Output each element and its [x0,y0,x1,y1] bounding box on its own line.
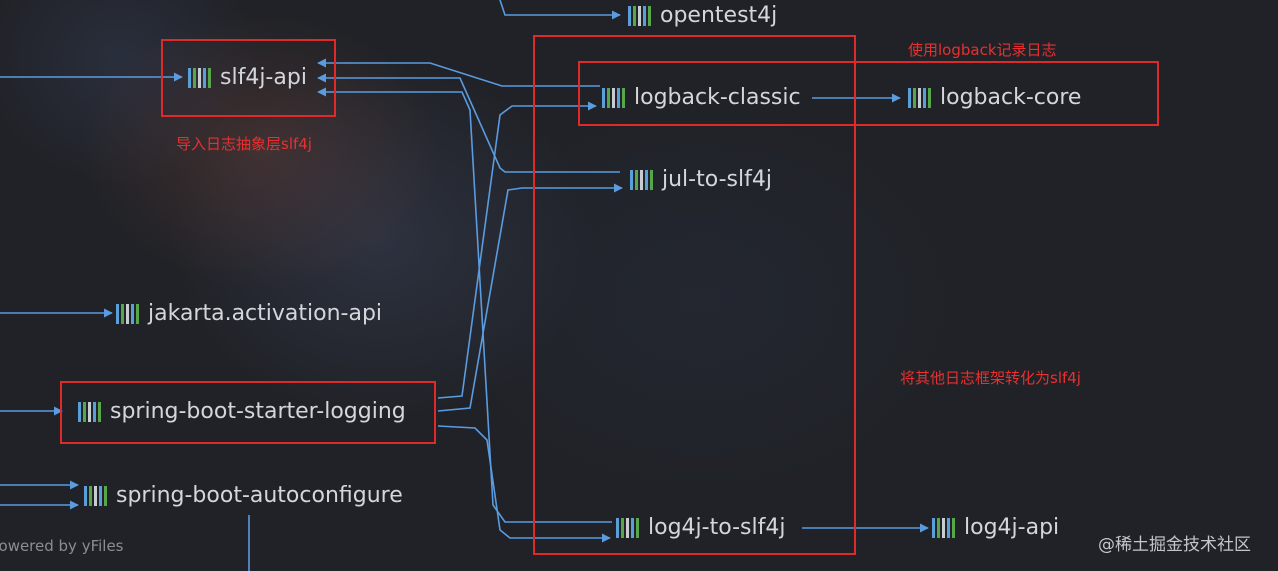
node-label: spring-boot-starter-logging [110,399,406,424]
node-label: spring-boot-autoconfigure [116,483,403,508]
annotation-logback: 使用logback记录日志 [908,41,1057,59]
watermark: @稀土掘金技术社区 [1098,535,1251,555]
node-opentest4j[interactable]: opentest4j [628,2,777,30]
node-jul-to-slf4j[interactable]: jul-to-slf4j [630,166,772,194]
node-label: opentest4j [660,3,778,28]
highlight-slf4j-api [161,39,336,117]
node-label: jul-to-slf4j [662,167,772,192]
node-spring-boot-starter-logging[interactable]: spring-boot-starter-logging [78,398,426,426]
node-label: slf4j-api [220,65,307,90]
library-icon [932,518,955,538]
node-jakarta-activation-api[interactable]: jakarta.activation-api [116,300,382,328]
highlight-starter-logging [60,381,436,444]
library-icon [188,68,211,88]
library-icon [116,304,139,324]
highlight-logback [578,61,1159,126]
node-slf4j-api[interactable]: slf4j-api [188,64,307,92]
library-icon [602,88,625,108]
node-log4j-to-slf4j[interactable]: log4j-to-slf4j [616,514,785,542]
node-label: logback-core [940,85,1082,110]
node-logback-classic[interactable]: logback-classic [602,84,801,112]
annotation-slf4j-facade: 导入日志抽象层slf4j [176,135,312,153]
highlight-bridges [533,35,856,555]
library-icon [84,486,107,506]
node-log4j-api[interactable]: log4j-api [932,514,1059,542]
edge-jul-to-slf4j-api [317,73,620,173]
library-icon [908,88,931,108]
edge-logging-to-log4j-bridge [437,425,611,543]
annotation-bridges: 将其他日志框架转化为slf4j [900,369,1081,387]
edge-logging-to-logback-classic [437,101,597,399]
node-logback-core[interactable]: logback-core [908,84,1081,112]
library-icon [78,402,101,422]
edge-to-opentest4j [499,0,621,20]
node-label: log4j-api [964,515,1060,540]
node-label: logback-classic [634,85,801,110]
library-icon [630,170,653,190]
edge-classic-to-slf4j [317,58,600,87]
node-label: jakarta.activation-api [148,301,383,326]
library-icon [628,6,651,26]
edge-logging-to-jul [437,183,623,412]
node-label: log4j-to-slf4j [648,515,786,540]
library-icon [616,518,639,538]
edge-log4j-bridge-to-slf4j-api [317,87,612,523]
node-spring-boot-autoconfigure[interactable]: spring-boot-autoconfigure [84,482,420,510]
powered-by-label: Powered by yFiles [0,537,124,555]
